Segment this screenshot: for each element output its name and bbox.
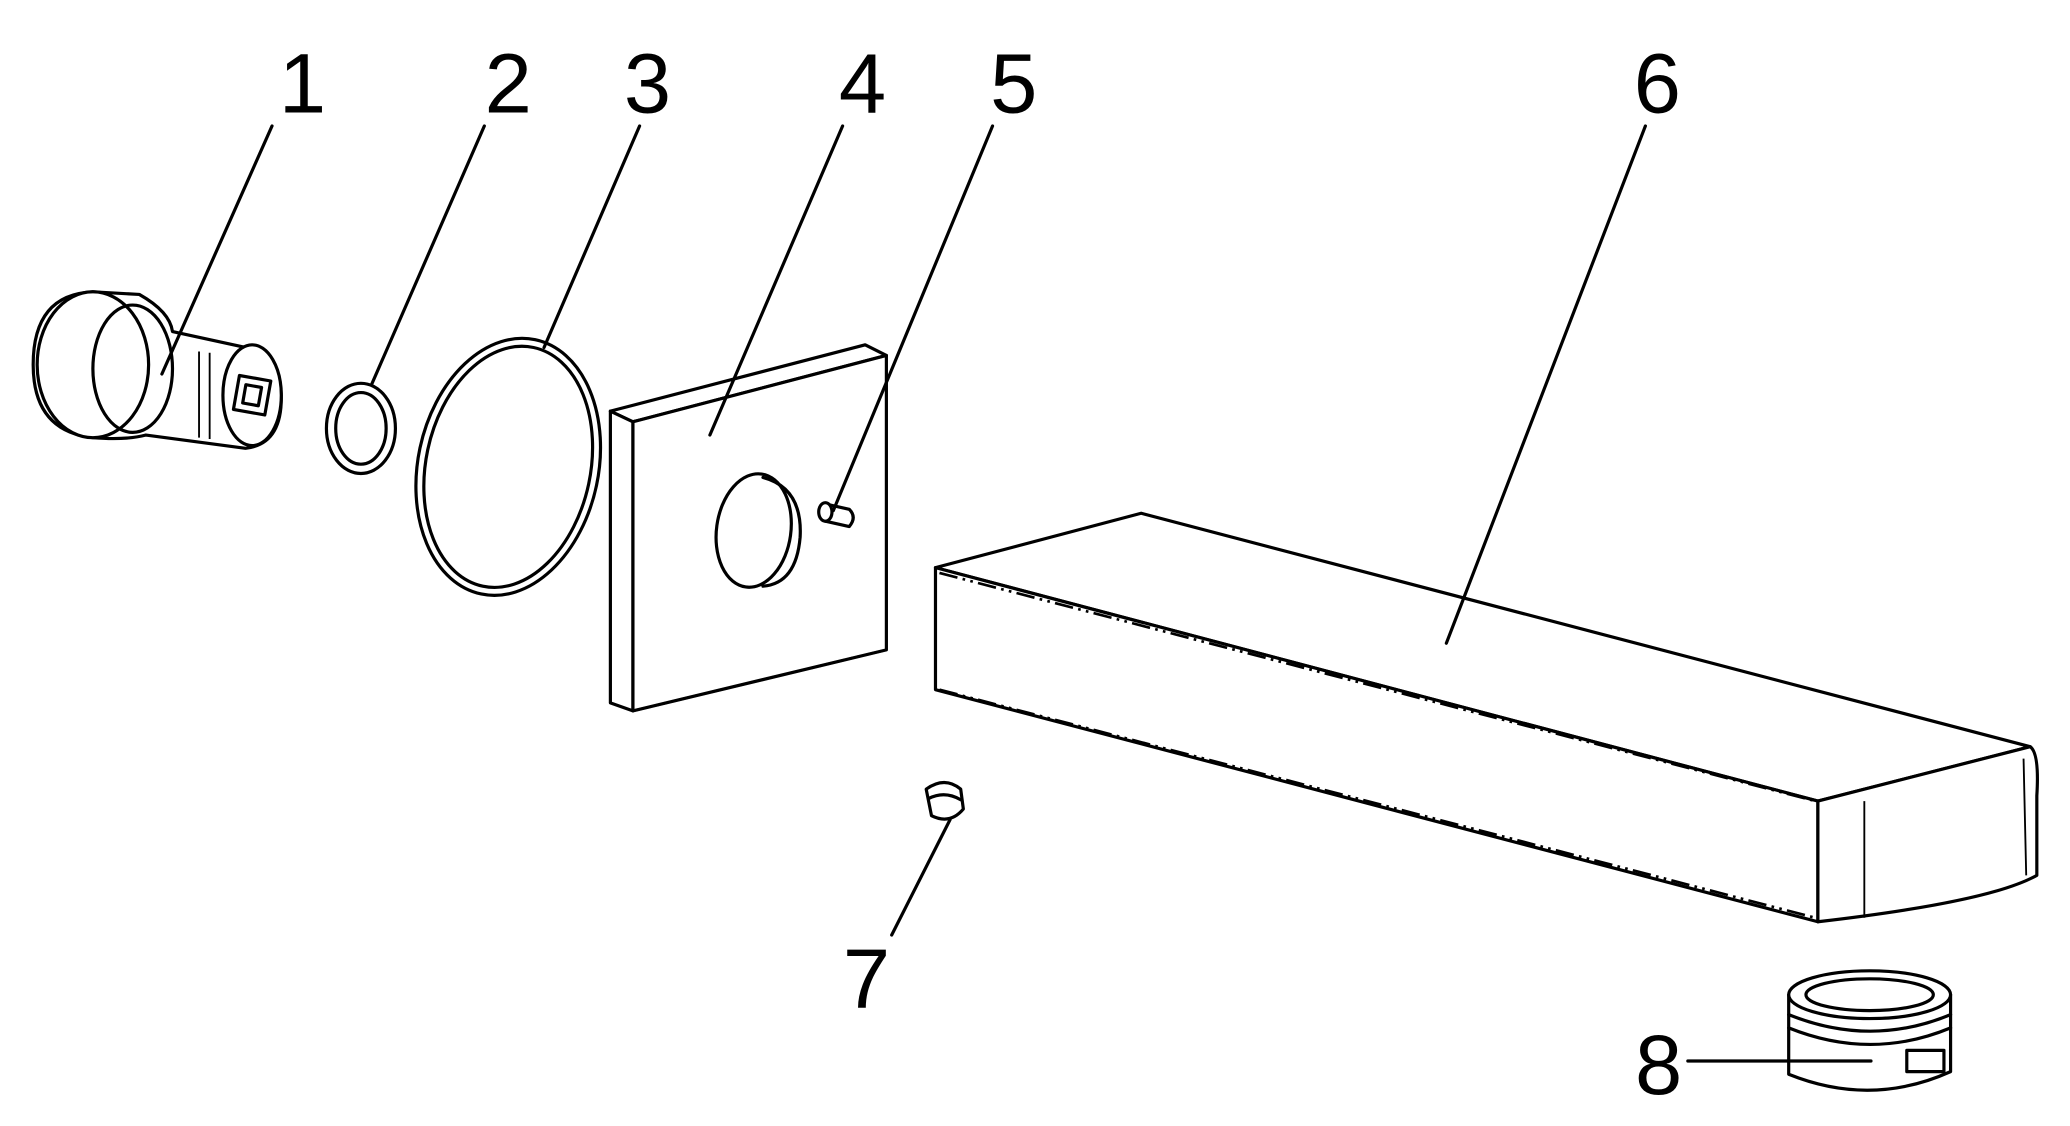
callout-6: 6: [1634, 36, 1681, 131]
leader-line-1: [160, 124, 274, 376]
leader-line-7: [890, 818, 952, 937]
leader-line-5: [831, 124, 995, 513]
part-7-set-screw: [924, 780, 965, 821]
part-1-cartridge: [31, 290, 283, 450]
callout-2: 2: [485, 36, 532, 131]
leader-lines: [160, 124, 1873, 1063]
callout-1: 1: [279, 36, 326, 131]
callout-8: 8: [1635, 1017, 1682, 1112]
part-8-aerator: [1787, 969, 1953, 1092]
part-6-spout: [933, 511, 2039, 924]
callout-7: 7: [843, 931, 890, 1026]
callout-5: 5: [990, 36, 1037, 131]
leader-line-3: [542, 124, 642, 350]
leader-line-2: [369, 124, 486, 387]
callout-3: 3: [624, 36, 671, 131]
callout-4: 4: [839, 36, 886, 131]
callout-labels: 1 2 3 4 5 6 7 8: [279, 36, 1682, 1112]
part-2-small-o-ring: [324, 381, 398, 476]
part-3-large-o-ring: [414, 336, 603, 597]
leader-line-4: [708, 124, 845, 437]
part-4-cover-plate: [608, 343, 888, 713]
leader-line-6: [1444, 124, 1647, 645]
